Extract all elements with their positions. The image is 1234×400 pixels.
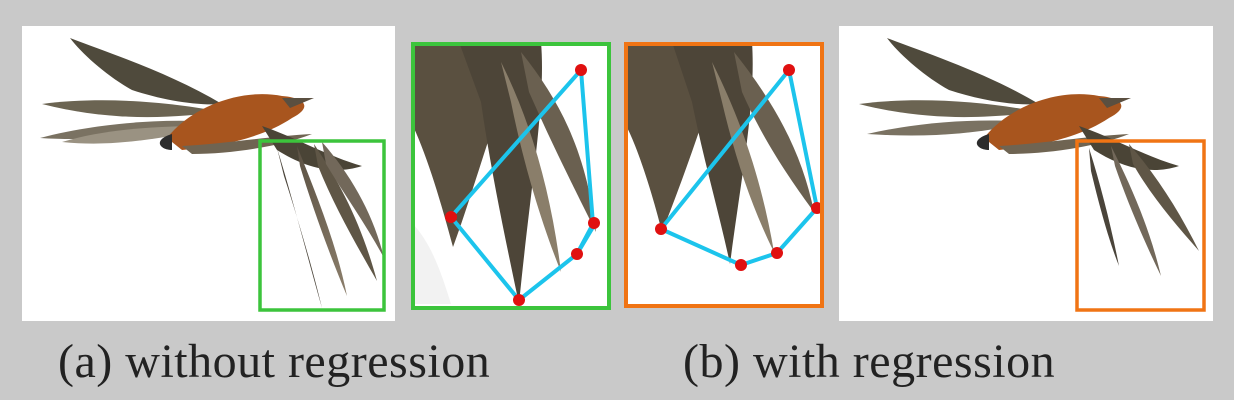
image-panel-with-regression-full [839, 26, 1213, 321]
caption-without-regression: (a) without regression [58, 335, 491, 388]
bird-figure-a [40, 38, 386, 312]
keypoint [588, 217, 600, 229]
zoom-panel-with-regression [624, 42, 824, 308]
keypoint [571, 248, 583, 260]
zoom-panel-without-regression [411, 42, 611, 310]
bird-figure-b [859, 38, 1206, 312]
crop-border-with-regression [624, 42, 824, 308]
keypoint [513, 294, 525, 306]
keypoint [771, 247, 783, 259]
keypoint-polygon-without-regression [449, 68, 595, 302]
zoomed-wing-feathers [411, 42, 596, 304]
caption-with-regression: (b) with regression [683, 335, 1056, 388]
keypoints-without-regression [445, 64, 600, 306]
detection-box-with-regression [1075, 139, 1206, 312]
detection-box-without-regression [258, 139, 386, 312]
bird-lower-wing [262, 126, 384, 308]
bird-upper-wing [40, 38, 222, 144]
zoom-figure-b [624, 42, 824, 308]
image-panel-without-regression-full [22, 26, 395, 321]
bird-upper-wing [859, 38, 1039, 136]
keypoint [445, 211, 457, 223]
keypoint [783, 64, 795, 76]
keypoint [655, 223, 667, 235]
zoom-figure-a [411, 42, 611, 310]
keypoint-polygon-with-regression [659, 68, 819, 267]
bird-lower-wing [1079, 126, 1199, 276]
keypoint [735, 259, 747, 271]
zoomed-wing-feathers [624, 42, 814, 264]
crop-border-without-regression [411, 42, 611, 310]
keypoint [575, 64, 587, 76]
